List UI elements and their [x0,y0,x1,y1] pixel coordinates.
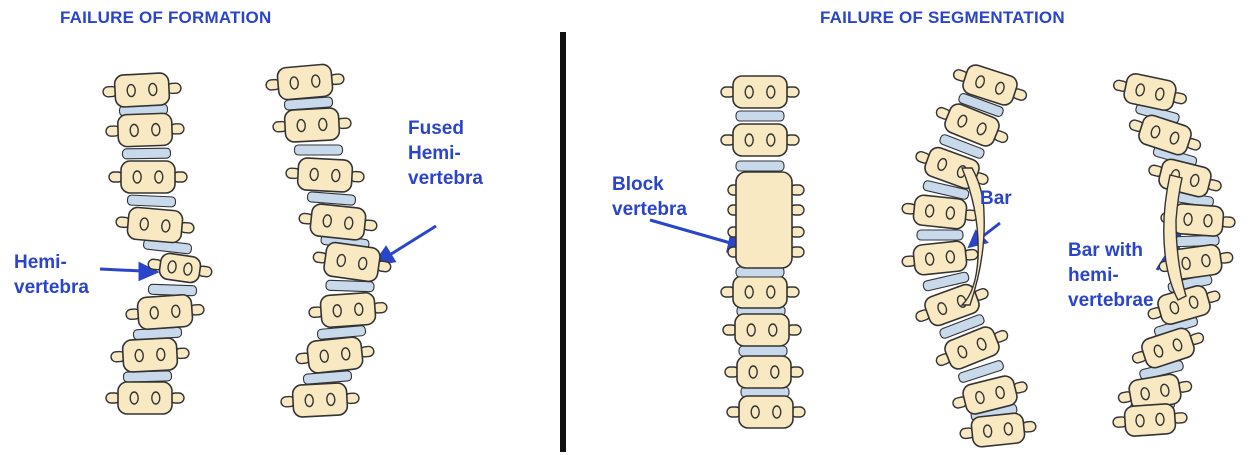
label-hemi-vertebra: Hemi- vertebra [14,250,89,300]
vertebra [106,382,184,414]
spine-column-2 [265,63,393,418]
vertebra [901,239,980,277]
intervertebral-disc [307,192,356,206]
vertebra [105,113,184,148]
label-block-vertebra: Block vertebra [612,172,687,222]
intervertebral-disc [303,371,352,385]
vertebra [298,202,379,242]
section-divider [560,32,566,452]
vertebra [308,291,388,328]
heading-failure-of-segmentation: FAILURE OF SEGMENTATION [820,8,1065,28]
vertebra [265,63,345,102]
arrow-hemi-vertebra [100,269,142,271]
arrow-fused-hemi-vertebra [388,226,436,256]
vertebra [110,337,190,373]
vertebra [311,240,393,285]
vertebra [125,293,205,330]
vertebra [721,276,799,308]
spine-column-1 [102,72,213,414]
vertebra [272,107,352,143]
spine-column-3 [721,76,805,428]
vertebra [725,356,803,388]
arrow-block-vertebra [650,220,734,244]
vertebra [115,206,195,245]
vertebra [102,72,182,108]
label-bar: Bar [980,186,1012,211]
intervertebral-disc [917,230,963,240]
intervertebral-disc [148,284,196,296]
vertebra [959,411,1038,449]
vertebra [280,382,360,418]
vertebra [109,161,187,193]
vertebra [721,76,799,108]
label-fused-hemi-vertebra: Fused Hemi- vertebra [408,116,483,191]
vertebra [901,193,980,231]
vertebra [295,335,376,375]
spine-column-4 [901,59,1038,449]
heading-failure-of-formation: FAILURE OF FORMATION [60,8,271,28]
intervertebral-disc [295,145,343,155]
annotation-arrows [100,220,1180,279]
vertebra [147,251,214,286]
block-vertebra [728,172,804,268]
intervertebral-disc [739,346,787,356]
intervertebral-disc [736,111,784,121]
vertebra [721,124,799,156]
vertebra [1112,402,1188,437]
vertebra [285,157,365,193]
intervertebral-disc [127,195,175,207]
intervertebral-disc [736,161,784,171]
label-bar-with-hemi-vertebrae: Bar with hemi- vertebrae [1068,238,1154,313]
vertebra [727,396,805,428]
vertebra [1111,70,1190,115]
vertebra [723,314,801,346]
intervertebral-disc [122,148,170,159]
